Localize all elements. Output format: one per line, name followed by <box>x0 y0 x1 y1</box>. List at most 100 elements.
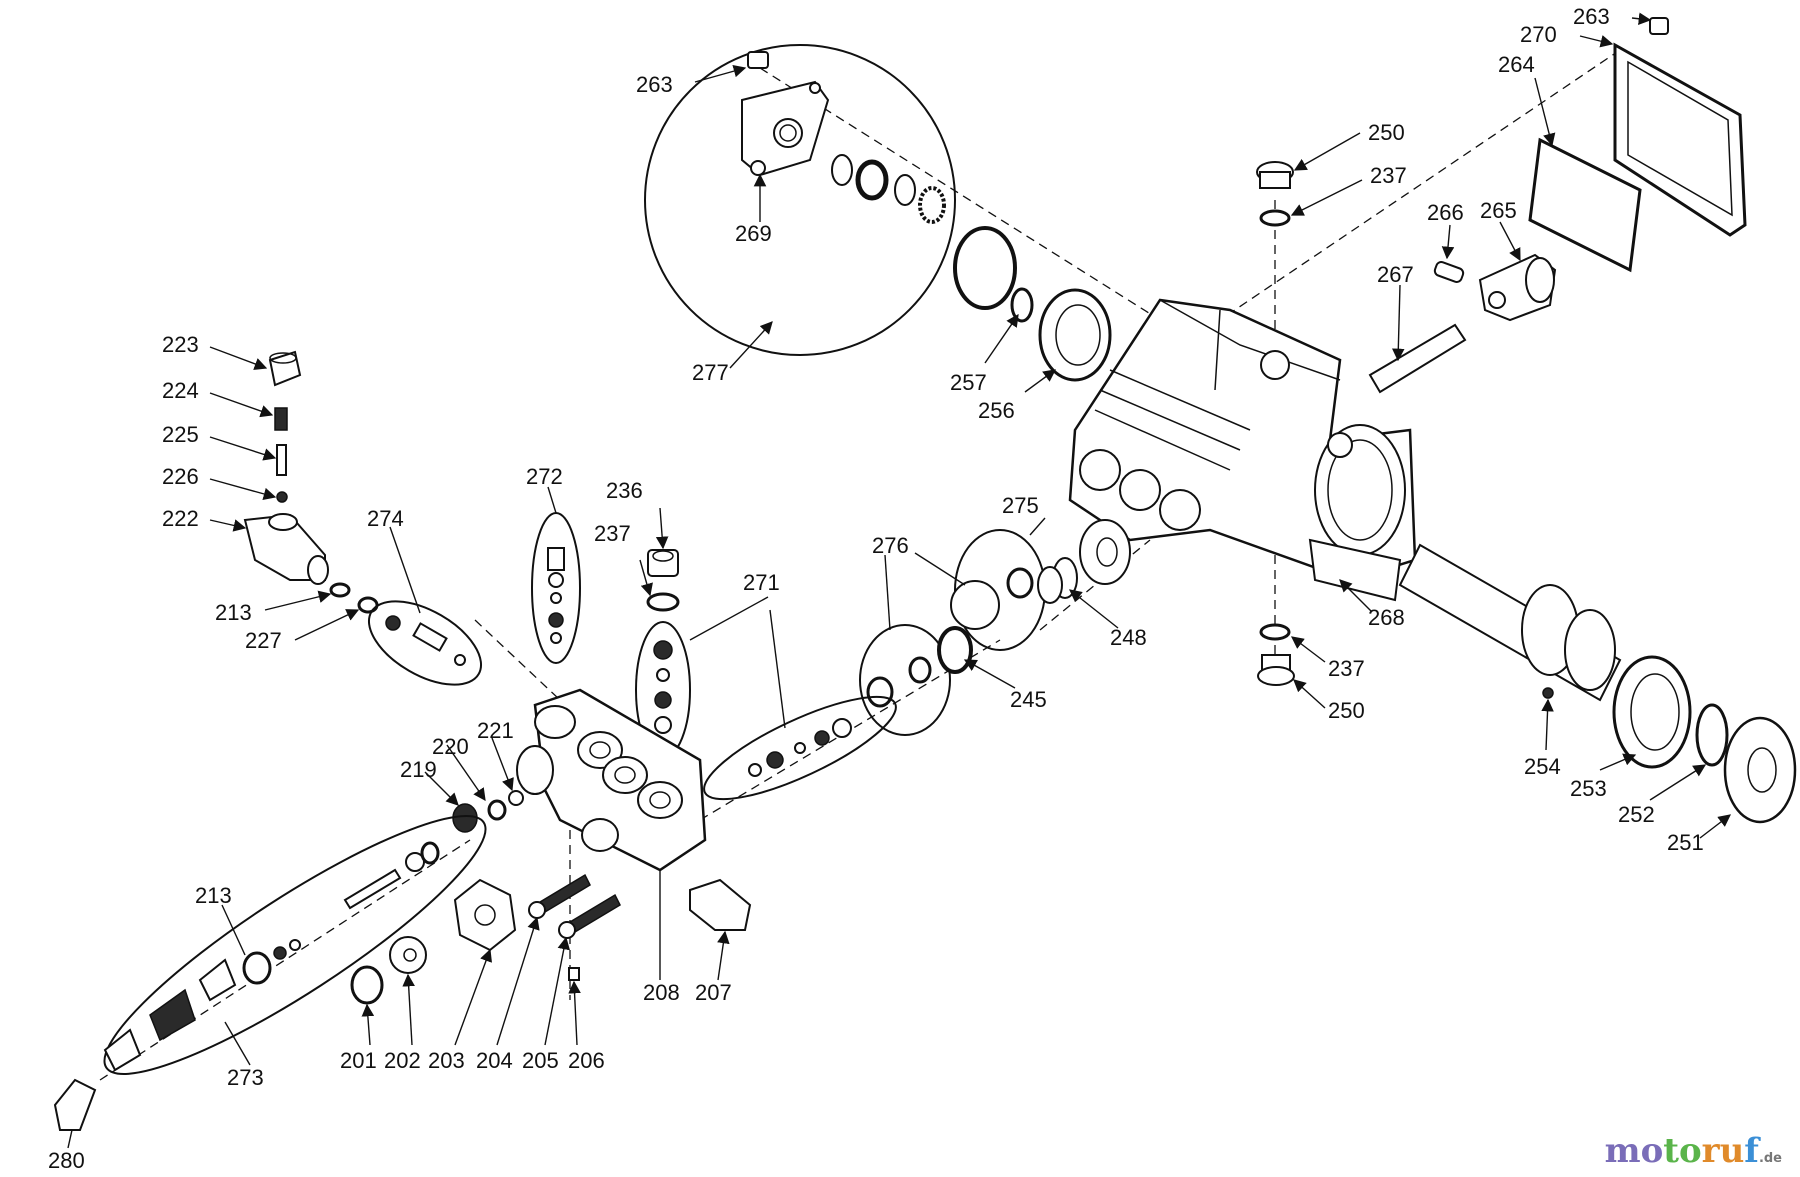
label-225: 225 <box>162 422 199 447</box>
label-272: 272 <box>526 464 563 489</box>
key-254 <box>1542 687 1554 699</box>
spring-224 <box>274 407 288 431</box>
label-265: 265 <box>1480 198 1517 223</box>
bubble-274-kit <box>367 600 483 686</box>
label-203: 203 <box>428 1048 465 1073</box>
watermark-part-1: mo <box>1604 1131 1664 1171</box>
label-202: 202 <box>384 1048 421 1073</box>
seal-retainer-275 <box>1079 519 1131 585</box>
gasket-264 <box>1528 137 1642 273</box>
label-275: 275 <box>1002 493 1039 518</box>
label-223: 223 <box>162 332 199 357</box>
label-263-left: 263 <box>636 72 673 97</box>
bolt-263-left <box>747 51 769 69</box>
label-269: 269 <box>735 221 772 246</box>
watermark-part-3: ru <box>1701 1131 1745 1171</box>
ball-226 <box>276 491 288 503</box>
label-252: 252 <box>1618 802 1655 827</box>
label-213-bottom: 213 <box>195 883 232 908</box>
label-248: 248 <box>1110 625 1147 650</box>
fitting-207 <box>689 878 752 931</box>
bubble-277-seal-kit <box>644 44 1017 356</box>
label-204: 204 <box>476 1048 513 1073</box>
ring-257 <box>1010 287 1034 323</box>
label-213-top: 213 <box>215 600 252 625</box>
label-205: 205 <box>522 1048 559 1073</box>
label-263-right: 263 <box>1573 4 1610 29</box>
label-237-bottom: 237 <box>1328 656 1365 681</box>
oring-213-top <box>329 582 351 598</box>
label-208: 208 <box>643 980 680 1005</box>
leader-lines <box>67 12 1731 1149</box>
label-237-manifold: 237 <box>594 521 631 546</box>
watermark-part-4: f <box>1744 1131 1759 1171</box>
label-206: 206 <box>568 1048 605 1073</box>
label-268: 268 <box>1368 605 1405 630</box>
bubble-276-kit <box>859 624 951 736</box>
label-257: 257 <box>950 370 987 395</box>
plunger-267 <box>1368 323 1467 394</box>
label-256: 256 <box>978 398 1015 423</box>
label-207: 207 <box>695 980 732 1005</box>
label-222: 222 <box>162 506 199 531</box>
label-273: 273 <box>227 1065 264 1090</box>
plug-250-bottom <box>1257 654 1295 686</box>
seal-248 <box>1037 557 1078 604</box>
unloader-body-222 <box>243 513 329 585</box>
cap-223 <box>268 350 302 387</box>
connecting-rod-265 <box>1478 253 1557 322</box>
label-245: 245 <box>1010 687 1047 712</box>
cap-202 <box>389 936 427 974</box>
dowel-206 <box>568 967 580 981</box>
oring-227 <box>357 596 379 614</box>
bubble-275-kit <box>950 529 1046 651</box>
label-250-bottom: 250 <box>1328 698 1365 723</box>
bolt-204 <box>528 873 591 919</box>
label-270: 270 <box>1520 22 1557 47</box>
plug-250-top <box>1256 161 1294 189</box>
pin-266 <box>1433 261 1465 283</box>
manifold-208 <box>516 688 707 872</box>
label-264: 264 <box>1498 52 1535 77</box>
label-266: 266 <box>1427 200 1464 225</box>
retaining-ring-252 <box>1695 703 1729 767</box>
plug-236 <box>647 549 679 577</box>
label-221: 221 <box>477 718 514 743</box>
label-267: 267 <box>1377 262 1414 287</box>
seal-219 <box>452 803 478 833</box>
label-251: 251 <box>1667 830 1704 855</box>
bubble-273-kit <box>103 815 487 1075</box>
label-219: 219 <box>400 757 437 782</box>
camshaft <box>1398 543 1622 702</box>
bearing-253 <box>1612 655 1692 769</box>
label-254: 254 <box>1524 754 1561 779</box>
watermark-part-2: to <box>1663 1131 1702 1171</box>
cover-plate-270 <box>1613 42 1747 237</box>
label-277: 277 <box>692 360 729 385</box>
label-220: 220 <box>432 734 469 759</box>
label-236: 236 <box>606 478 643 503</box>
label-276: 276 <box>872 533 909 558</box>
washer-237-bottom <box>1259 623 1291 641</box>
bolt-263-right <box>1649 17 1669 35</box>
crankcase-268 <box>1068 298 1417 602</box>
knob-203 <box>453 878 517 952</box>
label-224: 224 <box>162 378 199 403</box>
seal-245 <box>937 626 973 674</box>
label-226: 226 <box>162 464 199 489</box>
ball-221 <box>508 790 524 806</box>
watermark-domain: .de <box>1758 1151 1782 1166</box>
watermark-logo: motoruf.de <box>1605 1131 1782 1171</box>
bolt-205 <box>558 893 621 939</box>
label-201: 201 <box>340 1048 377 1073</box>
washer-237-manifold <box>646 592 680 612</box>
part-number-labels: 263 263 270 264 250 237 266 265 267 269 … <box>48 4 1704 1173</box>
label-250-top: 250 <box>1368 120 1405 145</box>
label-271: 271 <box>743 570 780 595</box>
bubble-271-valve-kit <box>703 695 897 801</box>
cap-280 <box>53 1078 97 1131</box>
stem-225 <box>276 444 287 476</box>
oil-seal-251 <box>1723 716 1797 824</box>
plug-201 <box>350 965 384 1005</box>
